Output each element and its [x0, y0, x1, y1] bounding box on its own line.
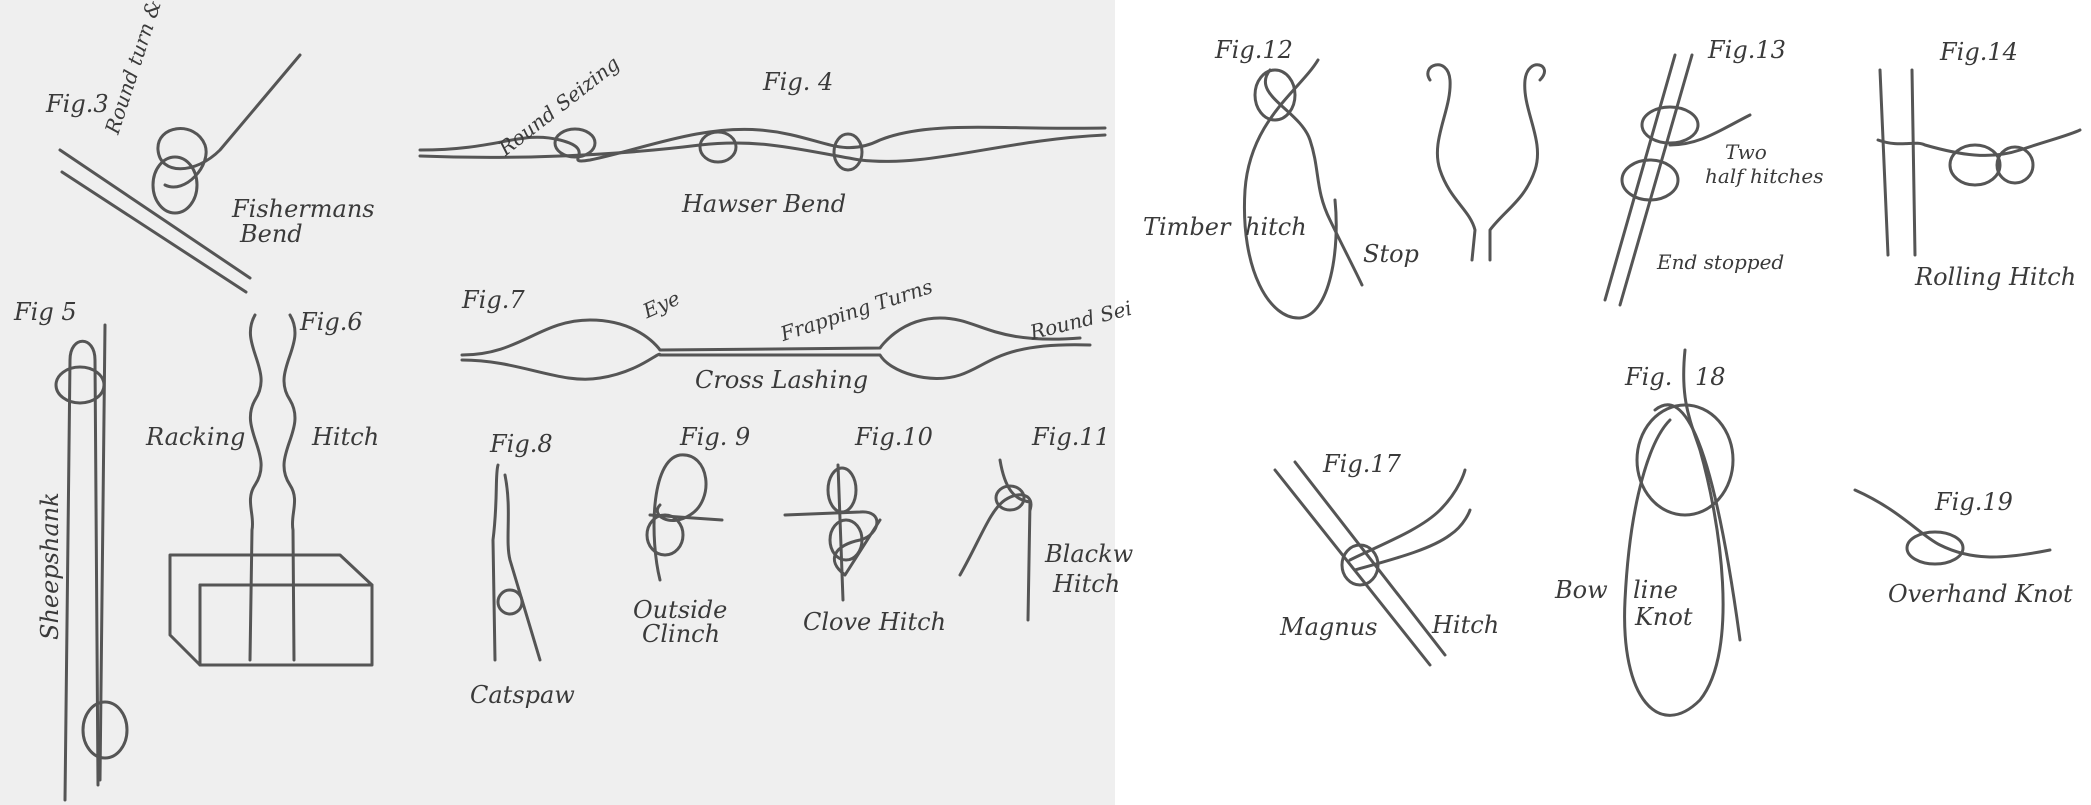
fig18-label-bow: Bow	[1555, 578, 1608, 602]
fig9-number: Fig. 9	[680, 425, 750, 449]
fig18-label-line: line	[1633, 578, 1678, 602]
fig12-label-timber: Timber	[1143, 215, 1230, 239]
fig14-label-rolling-hitch: Rolling Hitch	[1915, 265, 2076, 289]
fig19-number: Fig.19	[1935, 490, 2013, 514]
fig3-number: Fig.3	[46, 92, 109, 116]
fig11-number: Fig.11	[1032, 425, 1110, 449]
fig17-number: Fig.17	[1323, 452, 1401, 476]
fig7-number: Fig.7	[462, 288, 525, 312]
fig3-label-fishermans: Fishermans	[232, 197, 375, 221]
right-page-background	[1115, 0, 2091, 805]
fig10-label-clove-hitch: Clove Hitch	[803, 610, 946, 634]
fig6-label-hitch: Hitch	[312, 425, 379, 449]
fig4-label-hawser-bend: Hawser Bend	[682, 192, 846, 216]
fig18-number: Fig.	[1625, 365, 1672, 389]
fig13-label-end-stopped: End stopped	[1657, 252, 1784, 272]
fig12-number: Fig.12	[1215, 38, 1293, 62]
fig6-number: Fig.6	[300, 310, 363, 334]
fig3-label-bend: Bend	[240, 222, 303, 246]
fig8-number: Fig.8	[490, 432, 553, 456]
fig13-label-two: Two	[1725, 142, 1767, 162]
fig5-label-sheepshank: Sheepshank	[38, 492, 62, 640]
fig18-number-part2: 18	[1695, 365, 1726, 389]
fig12-label-hitch: hitch	[1245, 215, 1307, 239]
fig7-label-cross-lashing: Cross Lashing	[695, 368, 868, 392]
fig17-label-magnus: Magnus	[1280, 615, 1377, 639]
fig9-label-outside: Outside	[633, 598, 727, 622]
fig13-number: Fig.13	[1708, 38, 1786, 62]
fig13-label-half-hitches: half hitches	[1705, 166, 1823, 186]
fig4-number: Fig. 4	[763, 70, 833, 94]
fig11-label-hitch: Hitch	[1053, 572, 1120, 596]
fig19-label-overhand-knot: Overhand Knot	[1888, 582, 2073, 606]
fig8-label-catspaw: Catspaw	[470, 683, 575, 707]
fig17-label-hitch: Hitch	[1432, 613, 1499, 637]
fig11-label-blackwall: Blackw	[1045, 542, 1133, 566]
fig14-number: Fig.14	[1940, 40, 2018, 64]
fig18-label-knot: Knot	[1635, 605, 1692, 629]
fig9-label-clinch: Clinch	[642, 622, 720, 646]
fig10-number: Fig.10	[855, 425, 933, 449]
fig5-number: Fig 5	[14, 300, 77, 324]
fig12-label-stop: Stop	[1363, 242, 1419, 266]
fig6-label-racking: Racking	[146, 425, 245, 449]
